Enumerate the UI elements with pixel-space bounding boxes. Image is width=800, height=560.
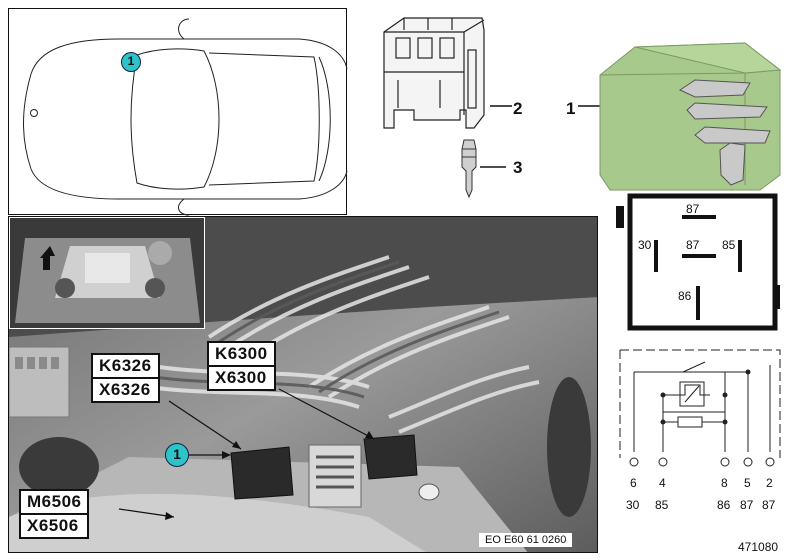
terminal-drawing: [452, 135, 492, 205]
housing-leader-line: [490, 105, 512, 107]
label-k6326-x6326: K6326 X6326: [91, 353, 160, 403]
pin-label-top: 87: [686, 202, 700, 216]
location-marker: 1: [121, 52, 141, 72]
terminal-leader-line: [480, 166, 506, 168]
pin-label-bottom: 86: [678, 289, 692, 303]
label-m6506-x6506: M6506 X6506: [19, 489, 90, 539]
label-k6326: K6326: [99, 356, 152, 375]
relay-pin-face: 87 30 87 85 86: [610, 190, 790, 335]
car-overview-panel: 1: [8, 8, 348, 216]
figure-caption: EO E60 61 0260: [479, 533, 573, 547]
schematic-terminal: 86: [717, 498, 731, 512]
relay-leader-line: [578, 105, 600, 107]
schematic-terminal: 85: [655, 498, 669, 512]
label-k6300-x6300: K6300 X6300: [207, 341, 276, 391]
pin-label-center: 87: [686, 238, 700, 252]
leader-lines: [118, 388, 375, 520]
label-m6506: M6506: [27, 492, 82, 511]
schematic-pin: 2: [766, 476, 773, 490]
schematic-terminal: 87: [740, 498, 754, 512]
pin-label-right: 85: [722, 238, 736, 252]
relay-callout: 1: [566, 99, 576, 118]
schematic-terminal: 30: [626, 498, 640, 512]
schematic-pin: 6: [630, 476, 637, 490]
label-k6300: K6300: [215, 344, 268, 363]
housing-callout: 2: [513, 99, 523, 118]
engine-overview-inset: [9, 217, 205, 329]
engine-bay-photo: K6326 X6326 K6300 X6300 M6506 X6506 1 EO…: [8, 216, 598, 553]
location-marker-photo: 1: [165, 443, 189, 467]
relay-schematic: [610, 340, 790, 480]
schematic-pin: 4: [659, 476, 666, 490]
relay-housing-drawing: [374, 10, 494, 140]
label-x6326: X6326: [93, 377, 158, 401]
car-outline: [23, 18, 348, 216]
pin-label-left: 30: [638, 238, 652, 252]
document-number: 471080: [738, 540, 779, 554]
schematic-pin: 5: [744, 476, 751, 490]
terminal-callout: 3: [513, 158, 523, 177]
label-x6300: X6300: [209, 365, 274, 389]
schematic-pin: 8: [721, 476, 728, 490]
schematic-terminal: 87: [762, 498, 776, 512]
relay-photo: [595, 35, 795, 195]
label-x6506: X6506: [21, 513, 88, 537]
